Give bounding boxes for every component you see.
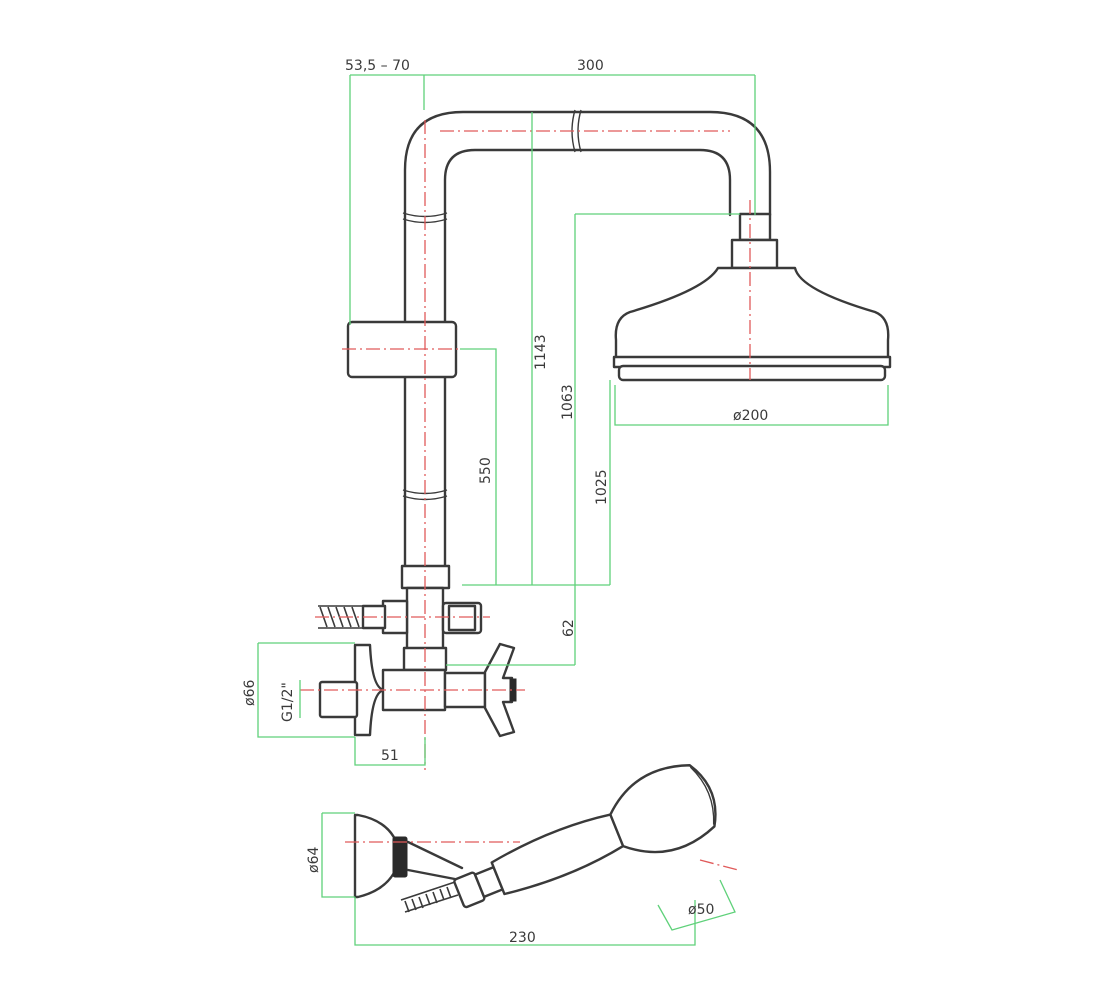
hand-shower-head — [609, 764, 717, 854]
label-flange-diameter: ø66 — [242, 680, 258, 706]
hand-shower-group — [353, 764, 717, 913]
head-connector-upper — [738, 212, 772, 242]
shower-head-plate — [617, 364, 887, 382]
hand-shower-handle — [490, 813, 625, 896]
label-hand-shower-length: 230 — [509, 930, 536, 946]
holder-clip — [392, 836, 408, 878]
valve-body — [318, 586, 517, 738]
center-lines — [300, 120, 751, 871]
dimension-labels: 53,5 – 70 300 1143 1063 1025 550 62 ø200… — [242, 58, 768, 946]
label-head-diameter: ø200 — [733, 408, 768, 424]
shower-column — [346, 109, 892, 590]
label-holder-diameter: ø64 — [306, 847, 322, 873]
label-offset-range: 53,5 – 70 — [345, 58, 410, 74]
label-hand-shower-diameter: ø50 — [688, 902, 714, 918]
head-connector-lower — [730, 238, 779, 270]
label-height-rim: 1025 — [594, 469, 610, 505]
label-valve-offset: 62 — [561, 619, 577, 637]
shower-head — [614, 266, 890, 360]
label-height-head: 1063 — [560, 384, 576, 420]
label-slider-height: 550 — [478, 457, 494, 484]
thread-inlet — [318, 680, 359, 719]
label-thread: G1/2" — [280, 682, 296, 722]
dimension-lines — [257, 74, 889, 946]
label-wall-depth: 51 — [381, 748, 399, 764]
label-arm-length: 300 — [577, 58, 604, 74]
label-height-total: 1143 — [533, 334, 549, 370]
